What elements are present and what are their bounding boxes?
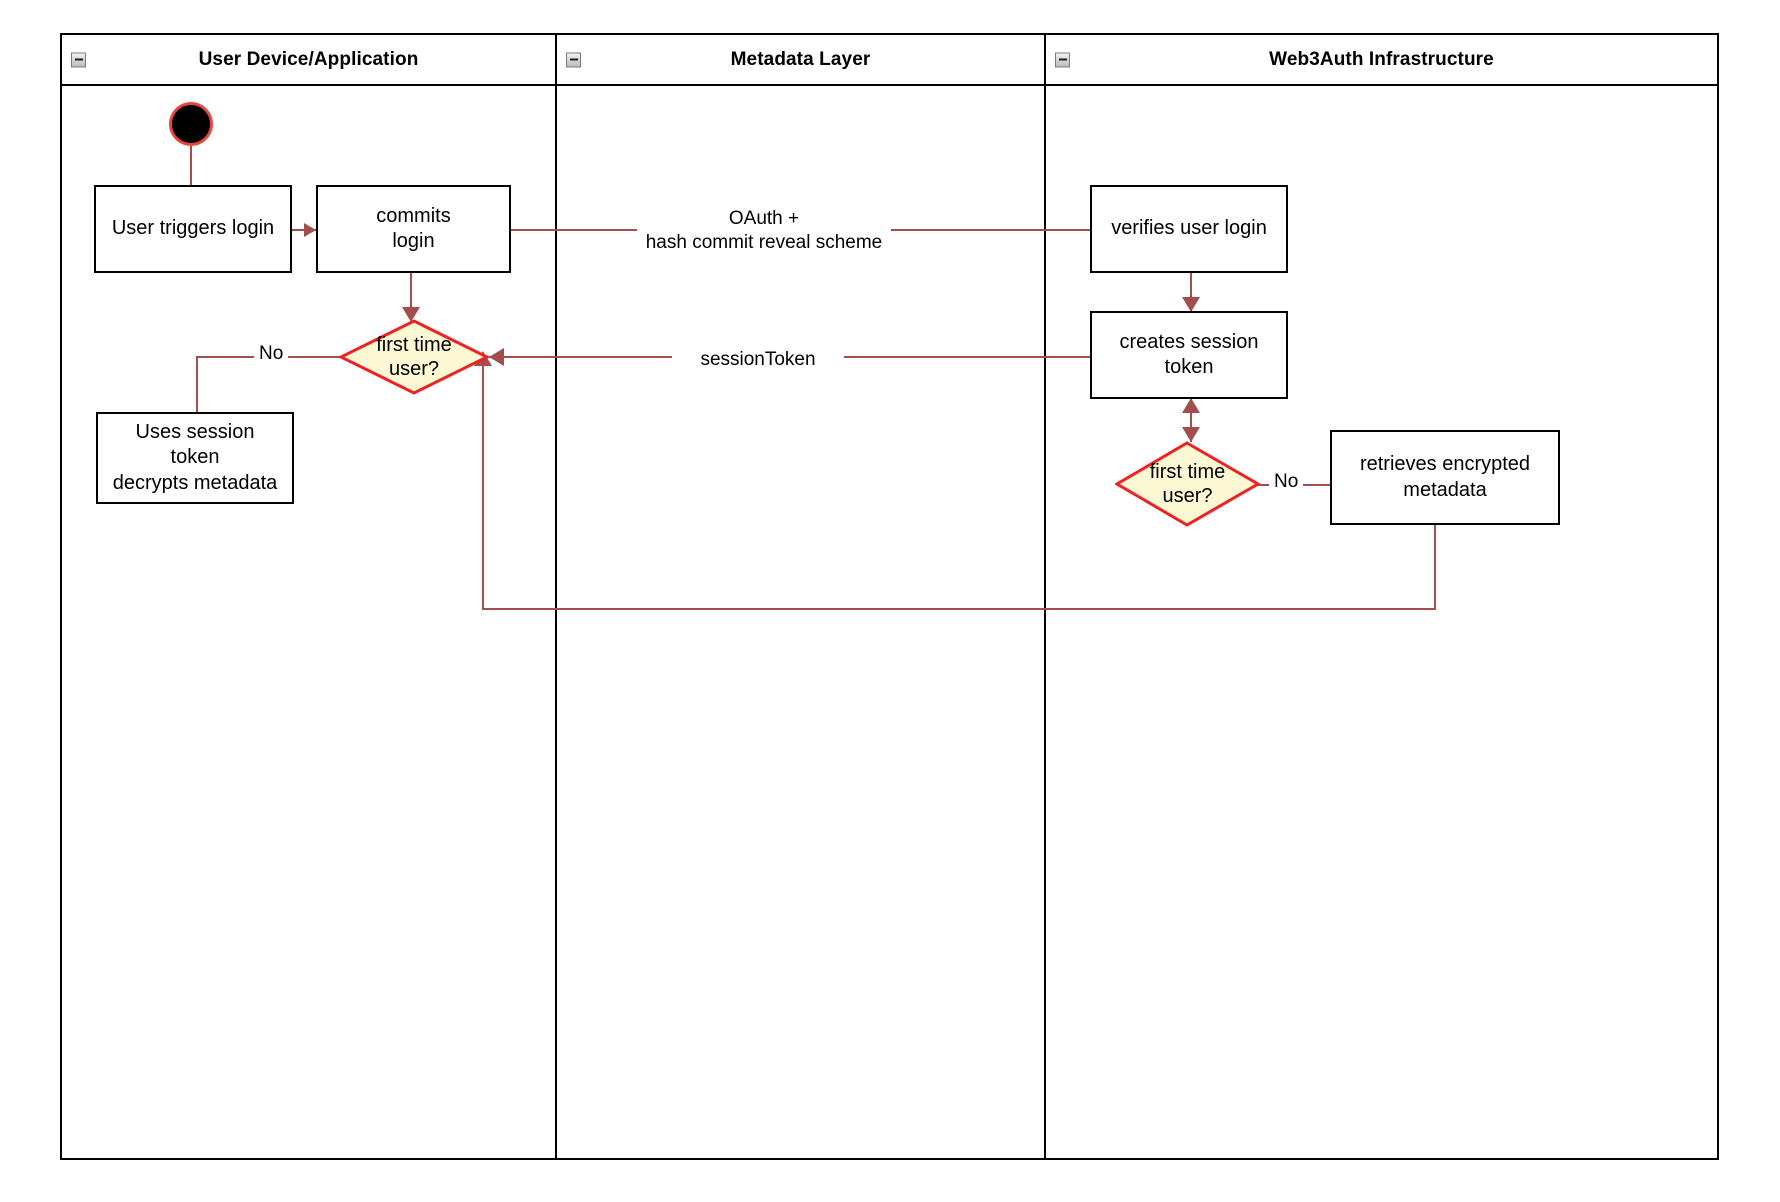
- activity-user-triggers-login-label: User triggers login: [111, 217, 275, 240]
- start-node-icon: [169, 102, 213, 146]
- activity-uses-session-token-label-line2: token: [170, 446, 220, 469]
- decision-left-label-line1: first time: [376, 334, 452, 356]
- activity-verifies-user-login-label: verifies user login: [1111, 217, 1267, 240]
- edge-label-oauth-line1: OAuth +: [728, 208, 800, 229]
- arrowhead-to-commits-login: [304, 223, 316, 237]
- decision-left-shape: [339, 319, 489, 395]
- edge-label-no-right-text: No: [1274, 471, 1299, 492]
- lane-title-web3auth: Web3Auth Infrastructure: [1269, 48, 1494, 70]
- edge-label-session-token-text: sessionToken: [700, 349, 816, 370]
- minus-box-icon[interactable]: [1055, 52, 1070, 67]
- activity-creates-session-token-label-line1: creates session: [1119, 330, 1259, 353]
- edge-start-to-user-triggers-login: [190, 146, 192, 186]
- edge-retrieves-return-horizontal: [482, 608, 1436, 610]
- activity-uses-session-token-label-line3: decrypts metadata: [112, 471, 278, 494]
- edge-label-oauth-line2: hash commit reveal scheme: [645, 231, 883, 253]
- edge-decision-left-no-drop: [196, 356, 198, 412]
- edge-commits-to-verifies-right-segment: [877, 229, 1090, 231]
- edge-commits-to-decision-left: [410, 272, 412, 320]
- activity-creates-session-token-label-line2: token: [1164, 356, 1214, 378]
- edge-label-no-left: No: [254, 342, 289, 366]
- activity-commits-login-label-line2: login: [392, 230, 435, 252]
- activity-retrieves-encrypted-metadata-label-line2: metadata: [1403, 478, 1487, 501]
- lane-divider-2: [1044, 35, 1046, 1158]
- edge-label-no-left-text: No: [259, 343, 284, 364]
- swimlane-pool: User Device/Application Metadata Layer W…: [60, 33, 1719, 1160]
- arrowhead-to-decision-left: [402, 307, 420, 322]
- edge-label-no-right: No: [1269, 470, 1304, 494]
- decision-right-label-line2: user?: [1162, 485, 1213, 507]
- edge-commits-to-verifies-left-segment: [511, 229, 639, 231]
- decision-right-label: first time user?: [1115, 441, 1260, 527]
- activity-verifies-user-login[interactable]: verifies user login: [1090, 185, 1288, 273]
- decision-right-shape: [1115, 441, 1260, 527]
- arrowhead-to-creates-session-token: [1182, 297, 1200, 312]
- activity-commits-login-label-line1: commits: [376, 204, 451, 227]
- minus-box-icon[interactable]: [566, 52, 581, 67]
- activity-creates-session-token[interactable]: creates session token: [1090, 311, 1288, 399]
- edge-decision-left-no: [196, 356, 405, 358]
- activity-retrieves-encrypted-metadata[interactable]: retrieves encrypted metadata: [1330, 430, 1560, 525]
- edge-creates-to-decision-right: [1190, 398, 1192, 442]
- edge-creates-to-decision-left-right-segment: [832, 356, 1090, 358]
- arrowhead-session-token-to-decision-left: [489, 348, 504, 366]
- decision-first-time-user-right[interactable]: first time user?: [1115, 441, 1260, 527]
- edge-label-oauth: OAuth + hash commit reveal scheme: [637, 207, 891, 255]
- decision-right-label-line1: first time: [1149, 461, 1226, 483]
- decision-first-time-user-left[interactable]: first time user?: [339, 319, 489, 395]
- edge-verifies-to-creates: [1190, 272, 1192, 312]
- decision-left-label: first time user?: [339, 319, 489, 395]
- activity-commits-login[interactable]: commits login: [316, 185, 511, 273]
- activity-user-triggers-login[interactable]: User triggers login: [94, 185, 292, 273]
- lane-header-metadata-layer[interactable]: Metadata Layer: [557, 35, 1044, 86]
- lane-title-user-device: User Device/Application: [198, 48, 419, 70]
- lane-header-web3auth[interactable]: Web3Auth Infrastructure: [1046, 35, 1717, 86]
- lane-title-metadata-layer: Metadata Layer: [730, 48, 871, 70]
- lane-header-user-device[interactable]: User Device/Application: [62, 35, 555, 86]
- activity-uses-session-token-label-line1: Uses session: [135, 421, 255, 444]
- activity-retrieves-encrypted-metadata-label-line1: retrieves encrypted: [1359, 453, 1531, 476]
- arrowhead-down-to-decision-right: [1182, 427, 1200, 442]
- activity-uses-session-token[interactable]: Uses session token decrypts metadata: [96, 412, 294, 504]
- decision-left-label-line2: user?: [388, 358, 440, 380]
- minus-box-icon[interactable]: [71, 52, 86, 67]
- edge-retrieves-return-up: [482, 360, 484, 610]
- lane-divider-1: [555, 35, 557, 1158]
- edge-label-session-token: sessionToken: [672, 348, 844, 372]
- edge-retrieves-down: [1434, 525, 1436, 610]
- arrowhead-up-to-creates-session-token: [1182, 398, 1200, 413]
- edge-creates-to-decision-left-left-segment: [489, 356, 675, 358]
